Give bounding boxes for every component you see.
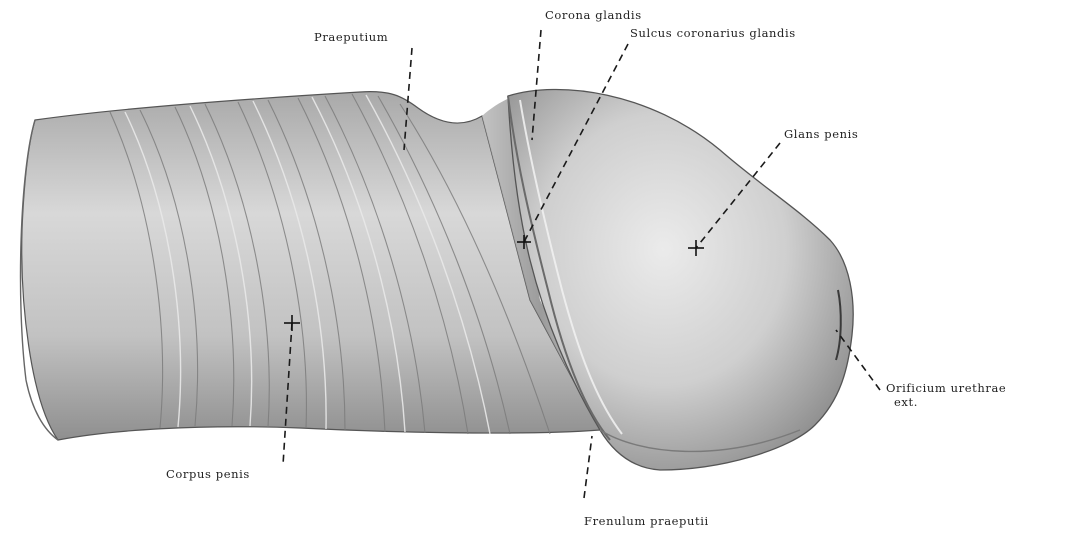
label-frenulum-praeputii: Frenulum praeputii [584,515,709,528]
label-corpus-penis: Corpus penis [166,468,250,481]
label-glans-penis: Glans penis [784,128,858,141]
label-orificium-urethrae: Orificium urethrae [886,382,1006,395]
label-orificium-ext: ext. [894,396,918,409]
label-sulcus-coronarius: Sulcus coronarius glandis [630,27,796,40]
label-praeputium: Praeputium [314,31,388,44]
label-corona-glandis: Corona glandis [545,9,642,22]
